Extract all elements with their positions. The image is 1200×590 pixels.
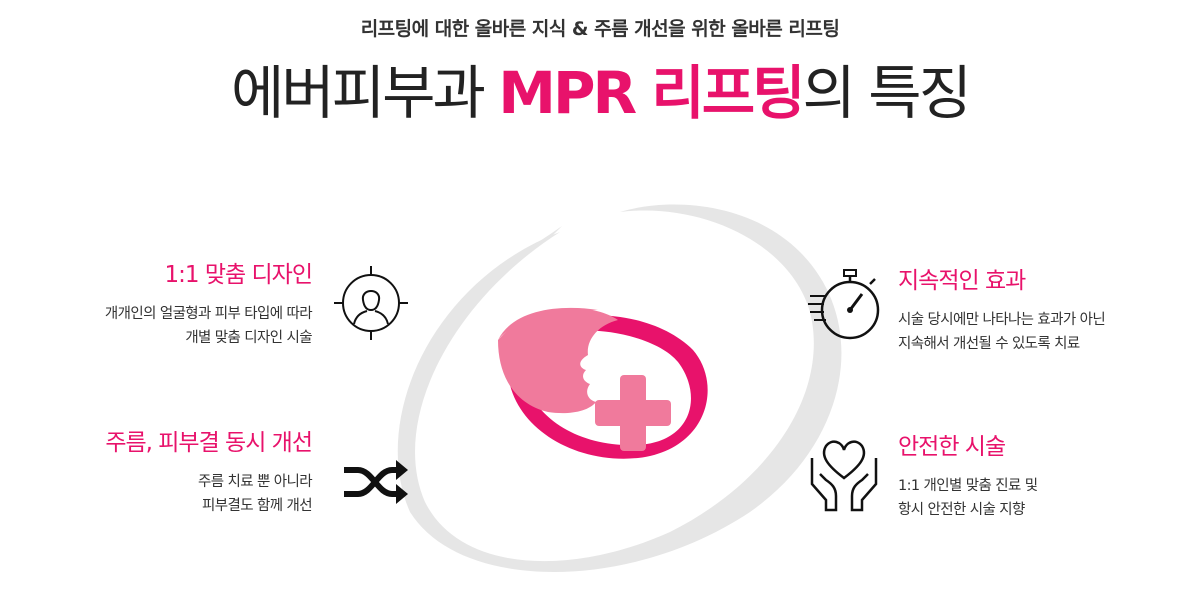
background-ring-graphic — [397, 204, 842, 572]
feature-desc-line: 주름 치료 뿐 아니라 — [198, 473, 313, 490]
feature-description: 주름 치료 뿐 아니라 피부결도 함께 개선 — [105, 470, 313, 519]
feature-desc-line: 1:1 개인별 맞춤 진료 및 — [898, 477, 1038, 494]
shuffle-arrows-icon — [344, 460, 408, 504]
page-subtitle: 리프팅에 대한 올바른 지식 & 주름 개선을 위한 올바른 리프팅 — [360, 18, 840, 40]
feature-desc-line: 시술 당시에만 나타나는 효과가 아닌 — [898, 311, 1106, 328]
face-target-icon — [334, 266, 408, 340]
feature-description: 1:1 개인별 맞춤 진료 및 항시 안전한 시술 지향 — [898, 474, 1038, 523]
title-prefix: 에버피부과 — [231, 59, 499, 127]
feature-lasting-effect: 지속적인 효과 시술 당시에만 나타나는 효과가 아닌 지속해서 개선될 수 있… — [898, 268, 1106, 357]
feature-custom-design: 1:1 맞춤 디자인 개개인의 얼굴형과 피부 타입에 따라 개별 맞춤 디자인… — [104, 262, 313, 351]
feature-description: 개개인의 얼굴형과 피부 타입에 따라 개별 맞춤 디자인 시술 — [104, 302, 313, 351]
feature-wrinkle-texture: 주름, 피부결 동시 개선 주름 치료 뿐 아니라 피부결도 함께 개선 — [105, 430, 313, 519]
feature-desc-line: 개개인의 얼굴형과 피부 타입에 따라 — [104, 305, 313, 322]
title-accent: MPR 리프팅 — [498, 59, 805, 127]
feature-title: 1:1 맞춤 디자인 — [164, 262, 313, 288]
title-suffix: 의 특징 — [802, 59, 972, 127]
feature-desc-line: 개별 맞춤 디자인 시술 — [185, 330, 312, 347]
feature-title: 안전한 시술 — [898, 434, 1006, 460]
page-title: 에버피부과 MPR 리프팅의 특징 — [0, 59, 1200, 127]
feature-title: 주름, 피부결 동시 개선 — [105, 430, 313, 456]
hands-heart-icon — [810, 440, 878, 512]
feature-desc-line: 항시 안전한 시술 지향 — [898, 502, 1025, 519]
feature-title: 지속적인 효과 — [898, 268, 1026, 294]
feature-description: 시술 당시에만 나타나는 효과가 아닌 지속해서 개선될 수 있도록 치료 — [898, 308, 1106, 357]
feature-safe-procedure: 안전한 시술 1:1 개인별 맞춤 진료 및 항시 안전한 시술 지향 — [898, 434, 1038, 523]
feature-desc-line: 지속해서 개선될 수 있도록 치료 — [898, 336, 1080, 353]
clinic-logo-icon — [498, 307, 708, 459]
feature-desc-line: 피부결도 함께 개선 — [202, 498, 313, 515]
stopwatch-icon — [808, 269, 880, 340]
